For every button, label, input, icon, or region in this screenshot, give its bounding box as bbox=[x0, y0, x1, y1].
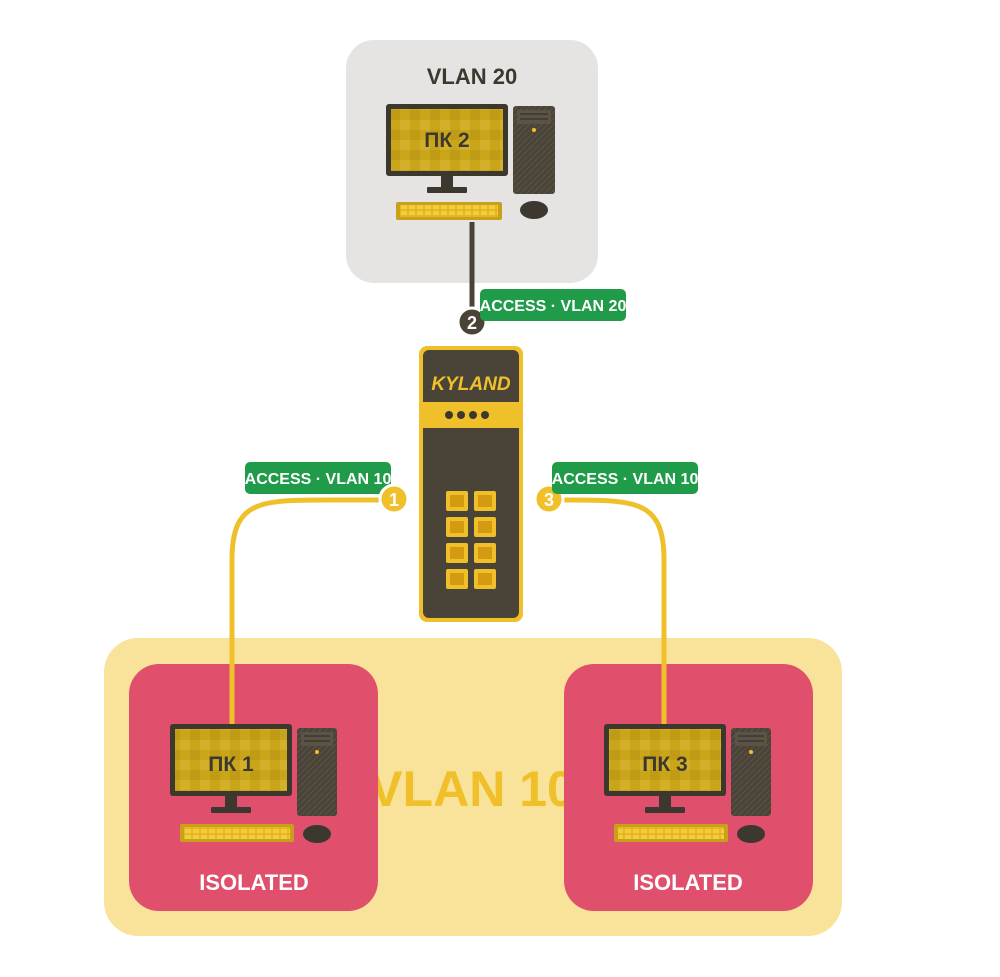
keyboard-icon bbox=[396, 202, 502, 220]
network-switch-icon: KYLAND bbox=[419, 346, 523, 622]
desktop-monitor-icon bbox=[386, 104, 508, 193]
pc1: ПК 1 ISOLATED bbox=[170, 724, 337, 895]
mouse-icon bbox=[737, 825, 765, 843]
mouse-icon bbox=[303, 825, 331, 843]
mouse-icon bbox=[520, 201, 548, 219]
port-1-tag-text: ACCESS · VLAN 10 bbox=[245, 471, 392, 488]
pc3: ПК 3 ISOLATED bbox=[604, 724, 771, 895]
pc3-label: ПК 3 bbox=[642, 753, 687, 776]
desktop-monitor-icon bbox=[604, 724, 726, 813]
ethernet-port-icon bbox=[446, 491, 496, 589]
port-2-tag bbox=[480, 289, 626, 321]
keyboard-icon bbox=[180, 824, 294, 842]
port-1-number: 1 bbox=[389, 490, 399, 510]
vlan10-title: VLAN 10 bbox=[369, 761, 575, 817]
pc1-isolated-badge: ISOLATED bbox=[199, 870, 309, 895]
port-3-tag-text: ACCESS · VLAN 10 bbox=[552, 471, 699, 488]
cable-pc1 bbox=[229, 497, 395, 733]
pc-tower-icon bbox=[513, 106, 555, 194]
port-2-number: 2 bbox=[467, 313, 477, 333]
switch-brand: KYLAND bbox=[431, 374, 510, 395]
pc-tower-icon bbox=[297, 728, 337, 816]
pc2: ПК 2 bbox=[386, 104, 555, 220]
port-1-tag bbox=[245, 462, 391, 494]
pc-tower-icon bbox=[731, 728, 771, 816]
port-1-marker bbox=[378, 483, 410, 515]
vlan20-title: VLAN 20 bbox=[427, 64, 517, 89]
pc1-label: ПК 1 bbox=[208, 753, 254, 776]
desktop-monitor-icon bbox=[170, 724, 292, 813]
cable-pc3 bbox=[547, 497, 667, 733]
port-2-tag-text: ACCESS · VLAN 20 bbox=[480, 298, 627, 315]
pc2-label: ПК 2 bbox=[424, 129, 469, 152]
port-3-number: 3 bbox=[544, 490, 554, 510]
pc3-isolated-badge: ISOLATED bbox=[633, 870, 743, 895]
port-2-marker bbox=[456, 306, 488, 338]
port-3-tag bbox=[552, 462, 698, 494]
keyboard-icon bbox=[614, 824, 728, 842]
